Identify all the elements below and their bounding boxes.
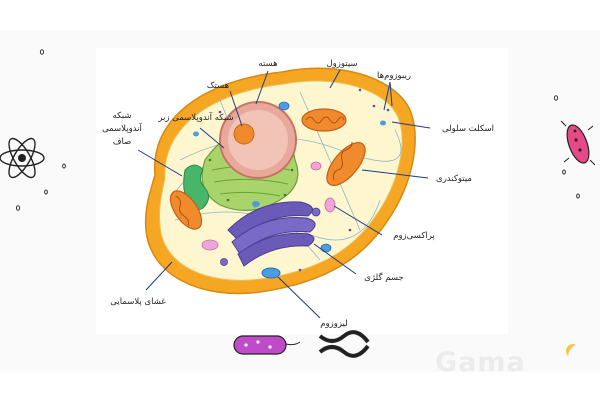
label-rough-er: شبکه آندوپلاسمی زبر [157,111,233,123]
label-lysosome: لیزوزوم [320,319,347,329]
label-smooth-er-line1: شبکه [113,111,132,121]
label-golgi: جسم گلژی [364,272,403,283]
mitochondrion-shape [169,190,203,230]
leader-line-plasma-membrane [145,261,173,291]
leader-line-nucleolus [229,90,243,127]
labels: هسته هستک سیتوزول ریبوزوم‌ها شبکه آندوپل… [102,59,494,329]
leader-line-cytoskeleton [391,121,431,129]
mitochondrion-shape [326,141,366,186]
label-plasma-membrane: غشای پلاسمایی [110,297,166,307]
label-cytoskeleton: اسکلت سلولی [442,124,494,134]
label-peroxisome: پراکسی‌زوم [393,231,435,241]
peroxisome-shape [324,197,336,213]
golgi-shape [220,201,321,267]
brand-watermark: Gama [435,347,526,378]
vesicle-shape [278,101,290,111]
peroxisome-shape [310,161,322,171]
top-band [0,0,600,30]
label-smooth-er-line2: آندوپلاسمی [102,122,142,134]
bacteria-icon [560,120,596,166]
decor-dots-right [553,95,580,199]
dna-helix-icon [318,330,370,358]
nucleolus-shape [233,123,255,145]
lysosome-shape [261,267,281,279]
vesicle-shape [380,120,386,126]
label-smooth-er-line3: صاف [113,137,132,147]
label-nucleus: هسته [258,59,277,69]
leader-line-centrosome [329,69,341,89]
bottom-band [0,372,600,400]
leader-line-ribosomes-b [389,81,393,107]
leader-lines [137,69,431,319]
bacteria-icon [233,335,301,355]
ribosome-dots [218,88,390,272]
leader-line-peroxisome [333,205,383,236]
atom-icon [0,137,45,179]
leader-line-rough-er [199,127,225,149]
cell [144,67,416,295]
label-nucleolus: هستک [207,81,229,91]
leader-line-smooth-er [137,149,183,177]
vesicle-shape [252,201,260,207]
leader-line-nucleus [255,70,269,105]
leader-line-ribosomes-a [383,81,391,111]
vesicle-shape [320,243,332,253]
label-mitochondria: میتوکندری [436,174,472,184]
leader-line-mitochondria [361,169,429,179]
decor-dots-left [15,49,66,211]
mitochondrion-shape [301,108,347,132]
vesicle-shape [201,239,219,251]
label-ribosomes: ریبوزوم‌ها [377,71,411,81]
leader-line-lysosome [277,276,321,319]
leader-line-golgi [313,243,357,275]
label-centrosome: سیتوزول [326,59,357,69]
vesicle-shape [193,131,199,137]
